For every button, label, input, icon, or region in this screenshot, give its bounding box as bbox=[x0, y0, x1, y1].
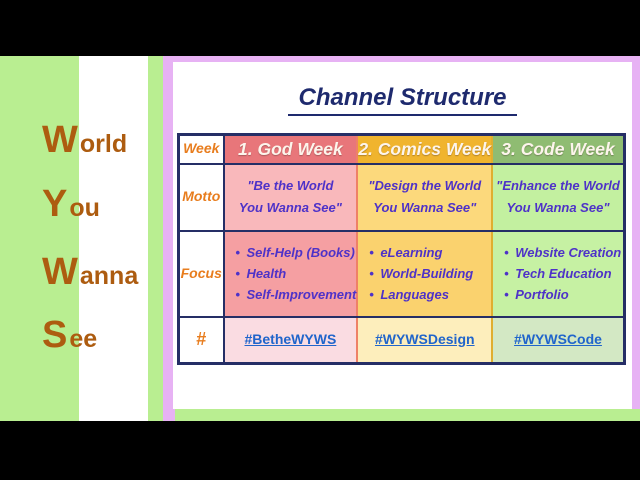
sidebar-word-you: Y ou bbox=[42, 185, 100, 223]
row-label-hashtag: # bbox=[178, 316, 225, 365]
hashtag-link-wywscode[interactable]: #WYWSCode bbox=[514, 330, 602, 347]
focus-comics-week: •eLearning •World-Building •Languages bbox=[357, 230, 494, 318]
sidebar-word-world: W orld bbox=[42, 121, 127, 159]
letterbox-top bbox=[0, 0, 640, 56]
bullet-icon: • bbox=[369, 266, 374, 281]
row-label-focus: Focus bbox=[178, 230, 225, 318]
sidebar-word-rest: anna bbox=[79, 262, 139, 290]
sidebar-word-see: S ee bbox=[42, 316, 97, 354]
focus-item: •Tech Education bbox=[504, 263, 623, 284]
focus-item: •Website Creation bbox=[504, 242, 623, 263]
bullet-icon: • bbox=[369, 287, 374, 302]
focus-god-week: •Self-Help (Books) •Health •Self-Improve… bbox=[223, 230, 359, 318]
sidebar-word-initial: S bbox=[42, 314, 68, 356]
sidebar-word-rest: ou bbox=[69, 194, 100, 222]
hashtag-link-wywsdesign[interactable]: #WYWSDesign bbox=[374, 330, 475, 347]
bullet-icon: • bbox=[504, 266, 509, 281]
focus-item: •Portfolio bbox=[504, 284, 623, 305]
table-row-motto: Motto "Be the World You Wanna See" "Desi… bbox=[178, 163, 625, 232]
table-row-focus: Focus •Self-Help (Books) •Health •Self-I… bbox=[178, 230, 625, 318]
focus-code-week: •Website Creation •Tech Education •Portf… bbox=[492, 230, 625, 318]
channel-structure-table: Week 1. God Week 2. Comics Week 3. Code … bbox=[177, 133, 626, 365]
sidebar-word-rest: orld bbox=[79, 130, 128, 158]
motto-god-week: "Be the World You Wanna See" bbox=[223, 163, 359, 232]
channel-structure-card: Channel Structure Week 1. God Week 2. Co… bbox=[173, 62, 632, 409]
focus-item: •Self-Help (Books) bbox=[236, 242, 357, 263]
bullet-icon: • bbox=[504, 245, 509, 260]
row-label-motto: Motto bbox=[178, 163, 225, 232]
hashtag-cell-comics: #WYWSDesign bbox=[357, 316, 494, 365]
focus-item: •Languages bbox=[369, 284, 491, 305]
hashtag-cell-code: #WYWSCode bbox=[492, 316, 625, 365]
focus-item: •eLearning bbox=[369, 242, 491, 263]
bullet-icon: • bbox=[235, 287, 241, 302]
sidebar-word-rest: ee bbox=[69, 325, 98, 353]
row-label-week: Week bbox=[178, 134, 225, 165]
motto-comics-week: "Design the World You Wanna See" bbox=[357, 163, 494, 232]
focus-item: •Self-Improvement bbox=[236, 284, 357, 305]
header-code-week: 3. Code Week bbox=[492, 134, 625, 165]
header-comics-week: 2. Comics Week bbox=[357, 134, 494, 165]
sidebar-word-initial: W bbox=[42, 119, 78, 161]
sidebar-word-initial: Y bbox=[42, 183, 68, 225]
page-title: Channel Structure bbox=[288, 84, 517, 116]
motto-code-week: "Enhance the World You Wanna See" bbox=[492, 163, 625, 232]
letterbox-bottom bbox=[0, 421, 640, 480]
bullet-icon: • bbox=[235, 245, 241, 260]
focus-item: •Health bbox=[236, 263, 357, 284]
sidebar-white-strip bbox=[79, 56, 148, 421]
focus-item: •World-Building bbox=[369, 263, 491, 284]
bullet-icon: • bbox=[235, 266, 241, 281]
bullet-icon: • bbox=[504, 287, 509, 302]
table-row-week: Week 1. God Week 2. Comics Week 3. Code … bbox=[178, 134, 625, 165]
bottom-green-band bbox=[175, 409, 640, 421]
slide-background: W orld Y ou W anna S ee Channel Structur… bbox=[0, 56, 640, 421]
table-row-hashtag: # #BetheWYWS #WYWSDesign #WYWSCode bbox=[178, 316, 625, 365]
header-god-week: 1. God Week bbox=[223, 134, 359, 165]
bullet-icon: • bbox=[369, 245, 374, 260]
hashtag-cell-god: #BetheWYWS bbox=[223, 316, 359, 365]
sidebar-word-initial: W bbox=[42, 251, 78, 293]
sidebar-word-wanna: W anna bbox=[42, 253, 138, 291]
hashtag-link-bethewyws[interactable]: #BetheWYWS bbox=[244, 330, 337, 347]
